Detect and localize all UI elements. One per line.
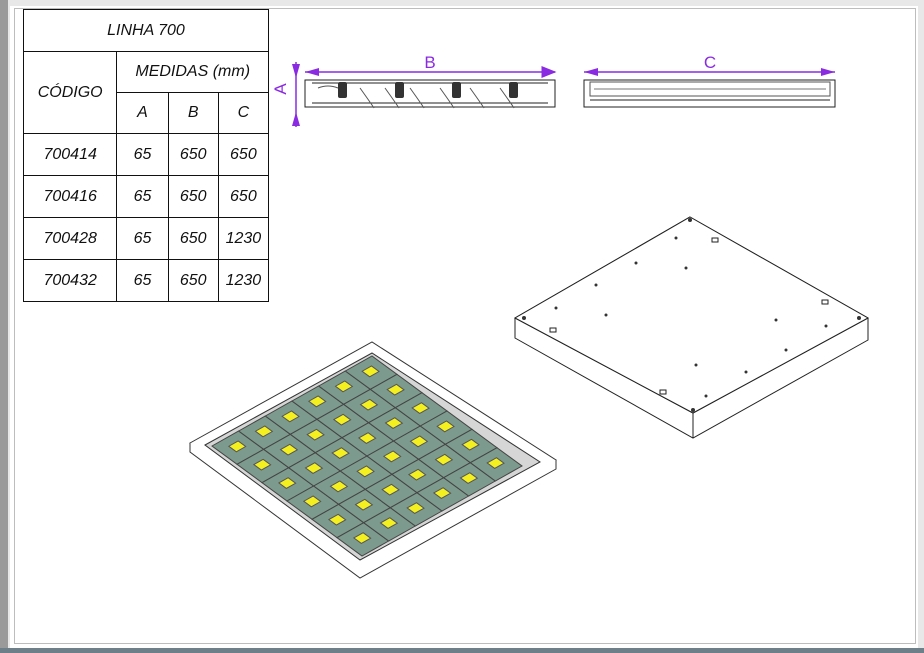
lamp-reflector	[304, 462, 324, 475]
c-cell: 650	[217, 133, 270, 176]
lamp-reflector	[334, 380, 354, 393]
lamp-reflector	[379, 517, 399, 530]
lamp-reflector	[279, 443, 299, 456]
col-c-header: C	[217, 92, 270, 134]
lamp-reflector	[486, 457, 505, 470]
lamp-reflector	[382, 450, 402, 463]
c-cell: 1230	[217, 259, 270, 302]
lamp-reflector	[331, 447, 350, 460]
luminaire-louver-view	[189, 341, 557, 579]
lamp-reflector	[307, 395, 327, 408]
dim-a-label: A	[271, 83, 290, 95]
code-cell: 700432	[22, 259, 118, 302]
lamp-reflector	[352, 532, 372, 545]
col-b-header: B	[167, 92, 219, 134]
lamp-reflector	[434, 453, 454, 466]
lamp-reflector	[281, 410, 300, 423]
a-cell: 65	[116, 133, 169, 176]
table-title: LINHA 700	[23, 9, 269, 52]
lamp-reflector	[327, 513, 347, 526]
lamp-reflector	[411, 402, 430, 415]
lamp-reflector	[461, 438, 480, 451]
dimension-b: B	[305, 53, 557, 78]
side-view-c	[583, 79, 836, 108]
dimension-a: A	[271, 62, 300, 127]
lamp-reflector	[432, 487, 452, 500]
lamp-reflector	[436, 420, 455, 433]
luminaire-back-view	[513, 216, 870, 439]
lamp-reflector	[357, 432, 377, 445]
dim-b-label: B	[424, 53, 435, 72]
dimensions-table: LINHA 700 CÓDIGO MEDIDAS (mm) A B C 7004…	[22, 9, 270, 302]
side-view-b	[304, 79, 556, 109]
lamp-reflector	[356, 465, 375, 478]
bottom-taskbar	[0, 648, 924, 653]
lamp-reflector	[227, 440, 247, 453]
dim-c-label: C	[704, 53, 716, 72]
lamp-reflector	[381, 483, 400, 496]
code-cell: 700428	[22, 217, 118, 260]
lamp-reflector	[406, 502, 425, 515]
b-cell: 650	[167, 175, 219, 218]
lamp-reflector	[306, 428, 325, 441]
code-cell: 700416	[22, 175, 118, 218]
a-cell: 65	[116, 175, 169, 218]
lamp-reflector	[459, 472, 479, 485]
lamp-reflector	[384, 417, 404, 430]
c-cell: 650	[217, 175, 270, 218]
lamp-reflector	[386, 383, 405, 396]
lamp-reflector	[407, 468, 427, 481]
lamp-reflector	[254, 425, 274, 438]
page-border	[14, 8, 916, 644]
col-a-header: A	[116, 92, 169, 134]
lamp-reflector	[354, 498, 374, 511]
lamp-reflector	[409, 435, 429, 448]
left-scrollbar-edge	[0, 0, 8, 653]
lamp-reflector	[332, 413, 352, 426]
b-cell: 650	[167, 259, 219, 302]
b-cell: 650	[167, 217, 219, 260]
lamp-reflector	[302, 495, 322, 508]
lamp-reflector	[252, 458, 272, 471]
a-cell: 65	[116, 259, 169, 302]
dimension-c: C	[584, 53, 835, 76]
measures-header: MEDIDAS (mm)	[116, 51, 269, 93]
c-cell: 1230	[217, 217, 270, 260]
code-header: CÓDIGO	[22, 51, 118, 134]
lamp-reflector	[361, 365, 380, 378]
lamp-reflector	[329, 480, 349, 493]
lamp-reflector	[277, 477, 297, 490]
lamp-reflector	[359, 398, 379, 411]
